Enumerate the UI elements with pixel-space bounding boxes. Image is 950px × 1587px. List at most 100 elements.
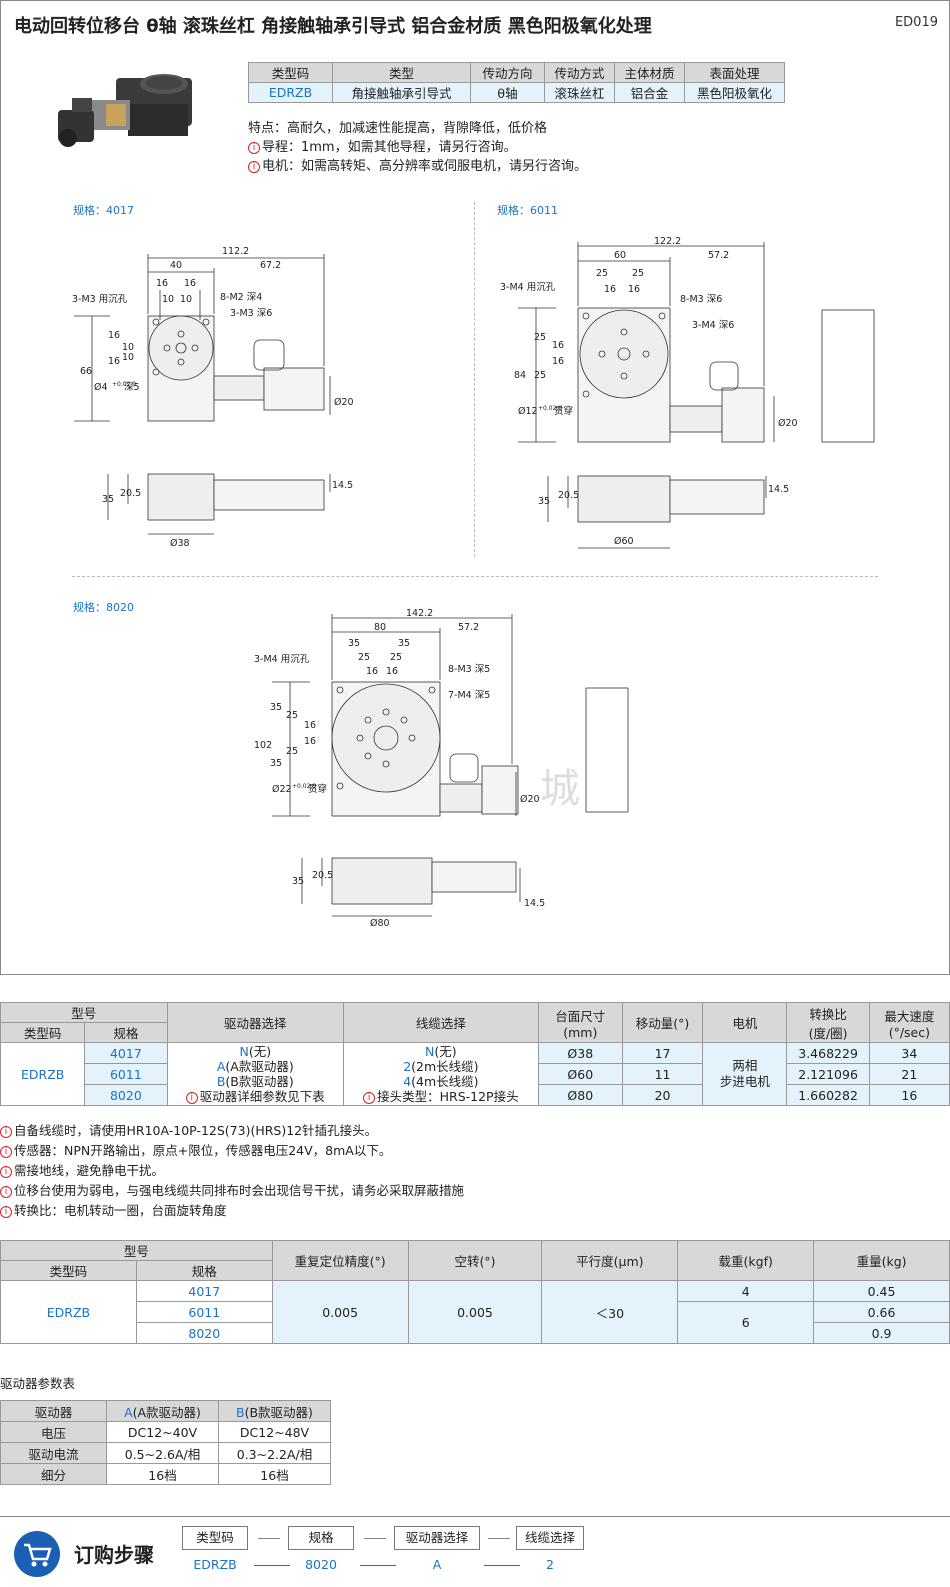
spec-cell: 4017 [135,1280,273,1302]
type-code-cell: EDRZB [0,1280,137,1344]
note-text: 自备线缆时，请使用HR10A-10P-12S(73)(HRS)12针插孔接头。 [14,1123,378,1138]
summary-header: 表面处理 [684,62,785,83]
row-label: 驱动电流 [0,1442,107,1464]
dim-text: 7-M4 深5 [448,690,490,701]
row-label: 电压 [0,1421,107,1443]
weight-cell: 0.9 [813,1322,950,1344]
dim-text: 深5 [124,382,140,393]
driver-code: A [216,1059,226,1074]
value-connector [360,1565,396,1566]
dim-text: +0.02 0 [292,783,316,790]
cable-code: 2 [403,1059,412,1074]
table-header: 驱动器 [0,1400,107,1422]
info-icon: i [0,1126,12,1138]
section-divider-horizontal [72,576,878,577]
page-title: 电动回转位移台 θ轴 滚珠丝杠 角接触轴承引导式 铝合金材质 黑色阳极氧化处理 [14,16,652,37]
dim-text: 57.2 [458,622,479,633]
dim-text: 122.2 [654,236,681,247]
dim-text: 35 [538,496,550,507]
driver-name: (A款驱动器) [132,1404,201,1420]
dim-text: 8-M3 深5 [448,664,490,675]
spec-cell: 4017 [84,1042,168,1064]
note-text: 传感器：NPN开路输出，原点+限位，传感器电压24V，8mA以下。 [14,1143,392,1158]
summary-header: 主体材质 [614,62,685,83]
step-box-spec: 规格 [288,1526,354,1550]
cable-text: (4m长线缆) [411,1074,479,1089]
feature-text: 特点：高耐久，加减速性能提高，背隙降低，低价格 [248,121,548,136]
driver-cell: 16档 [218,1463,331,1485]
dim-text: 16 [552,356,564,367]
step-box-driver: 驱动器选择 [394,1526,480,1550]
dim-text: 35 [348,638,360,649]
dim-text: 25 [286,710,298,721]
load-cell: 4 [677,1280,815,1302]
driver-cell: 0.3~2.2A/相 [218,1442,331,1464]
table-header: 驱动器选择 [166,1002,345,1043]
travel-cell: 20 [621,1084,704,1106]
load-cell: 6 [677,1301,815,1344]
dim-text: 14.5 [332,480,353,491]
dim-text: 16 [184,278,196,289]
table-header: 台面尺寸 (mm) [537,1002,623,1043]
driver-table: 驱动器 A(A款驱动器) B(B款驱动器) 电压 DC12~40V DC12~4… [0,1400,331,1485]
note-text: 位移台使用为弱电，与强电线缆共同排布时会出现信号干扰，请务必采取屏蔽措施 [14,1183,465,1198]
table-size-cell: Ø38 [537,1042,623,1064]
dim-text: Ø20 [334,397,354,408]
dim-text: 10 [122,352,134,363]
spec-cell: 8020 [135,1322,273,1344]
driver-code: B [216,1074,226,1089]
spec-cell: 8020 [84,1084,168,1106]
speed-cell: 16 [868,1084,950,1106]
driver-code: B [236,1404,245,1420]
table-header: 重量(kg) [813,1240,950,1281]
table-header: 最大速度 (°/sec) [868,1002,950,1043]
table-header: 空转(°) [407,1240,543,1281]
dim-text: 112.2 [222,246,249,257]
drawing-4017: 112.2 40 67.2 16 16 10 10 3-M3 用沉孔 8-M2 … [72,246,354,549]
dim-text: 16 [386,666,398,677]
dim-text: 35 [102,494,114,505]
dim-text: 60 [614,250,626,261]
spec-label-8020: 规格：8020 [73,601,134,614]
speed-cell: 34 [868,1042,950,1064]
summary-cell: θ轴 [470,82,545,103]
dim-text: 40 [170,260,182,271]
drawing-8020: 142.2 80 57.2 35 35 25 25 16 16 3-M4 用沉孔… [254,608,629,929]
note-text: 需接地线，避免静电干扰。 [14,1163,165,1178]
dim-text: 16 [304,720,316,731]
dim-text: 14.5 [524,898,545,909]
feature-line: 特点：高耐久，加减速性能提高，背隙降低，低价格 [248,117,547,136]
dim-text: 10 [180,294,192,305]
speed-cell: 21 [868,1063,950,1085]
dim-text: 35 [270,758,282,769]
order-steps-section: 订购步骤 类型码 规格 驱动器选择 线缆选择 EDRZB 8020 A 2 [0,1516,950,1587]
driver-text: (A款驱动器) [225,1059,294,1074]
driver-cell: DC12~48V [218,1421,331,1443]
table-header: B(B款驱动器) [218,1400,331,1422]
dim-text: +0.02 0 [112,381,136,388]
feature-text: 电机：如需高转矩、高分辨率或伺服电机，请另行咨询。 [262,159,588,174]
dim-text: 66 [80,366,92,377]
cable-code: 4 [403,1074,412,1089]
dim-text: 8-M2 深4 [220,292,262,303]
dim-text: 16 [552,340,564,351]
dim-text: Ø22 [272,784,292,795]
dim-text: 3-M4 用沉孔 [254,654,310,665]
dim-text: 25 [390,652,402,663]
driver-text: (B款驱动器) [225,1074,294,1089]
info-icon: i [185,1092,198,1104]
info-icon: i [248,142,260,154]
info-icon: i [248,161,260,173]
dim-text: 16 [108,356,120,367]
travel-cell: 17 [621,1042,704,1064]
table-header: 载重(kgf) [677,1240,815,1281]
step-value: A [432,1557,442,1572]
table-header: 平行度(μm) [541,1240,679,1281]
dim-text: 25 [632,268,644,279]
dim-text: 35 [398,638,410,649]
ratio-cell: 2.121096 [786,1063,870,1085]
